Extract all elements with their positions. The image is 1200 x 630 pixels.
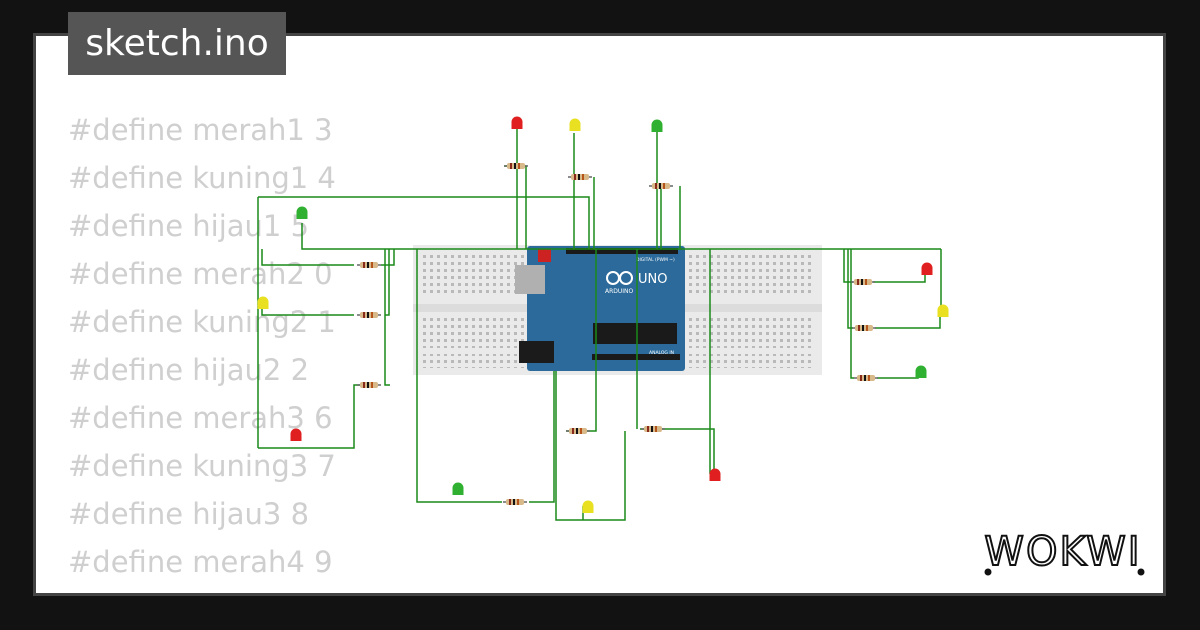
led-red <box>290 428 302 441</box>
code-line: #define hijau2 2 <box>68 353 310 387</box>
led-yellow <box>582 500 594 513</box>
code-line: #define kuning2 1 <box>68 305 336 339</box>
led-yellow <box>937 304 949 317</box>
leds <box>257 116 949 513</box>
code-listing: #define merah1 3 #define kuning1 4 #defi… <box>68 106 354 593</box>
led-green <box>296 206 308 219</box>
led-yellow <box>569 118 581 131</box>
code-line: #define kuning1 4 <box>68 161 336 195</box>
board-brand-label: ARDUINO <box>605 288 634 295</box>
digital-header-label: DIGITAL (PWM ~) <box>636 257 675 263</box>
wires <box>257 128 942 521</box>
circuit-diagram: UNO ARDUINO DIGITAL (PWM ~) ANALOG IN <box>257 116 949 521</box>
led-red <box>511 116 523 129</box>
led-green <box>651 119 663 132</box>
code-line: #define merah2 0 <box>68 257 333 291</box>
svg-text:WOKWI: WOKWI <box>984 529 1141 575</box>
code-line: #define merah4 9 <box>68 545 333 579</box>
code-line: #define hijau1 5 <box>68 209 310 243</box>
analog-header-label: ANALOG IN <box>649 350 674 356</box>
led-red <box>921 262 933 275</box>
led-yellow <box>257 296 269 309</box>
led-red <box>709 468 721 481</box>
code-line: #define kuning3 7 <box>68 449 336 483</box>
preview-card: #define merah1 3 #define kuning1 4 #defi… <box>33 33 1166 596</box>
code-line: #define merah1 3 <box>68 113 333 147</box>
wokwi-logo: WOKWI <box>983 528 1145 576</box>
sketch-title-tab: sketch.ino <box>68 12 286 75</box>
arduino-uno-board: UNO ARDUINO DIGITAL (PWM ~) ANALOG IN <box>515 246 685 371</box>
led-green <box>452 482 464 495</box>
code-line: #define merah3 6 <box>68 401 333 435</box>
code-line: #define hijau3 8 <box>68 497 310 531</box>
led-green <box>915 365 927 378</box>
board-model-label: UNO <box>638 272 667 287</box>
